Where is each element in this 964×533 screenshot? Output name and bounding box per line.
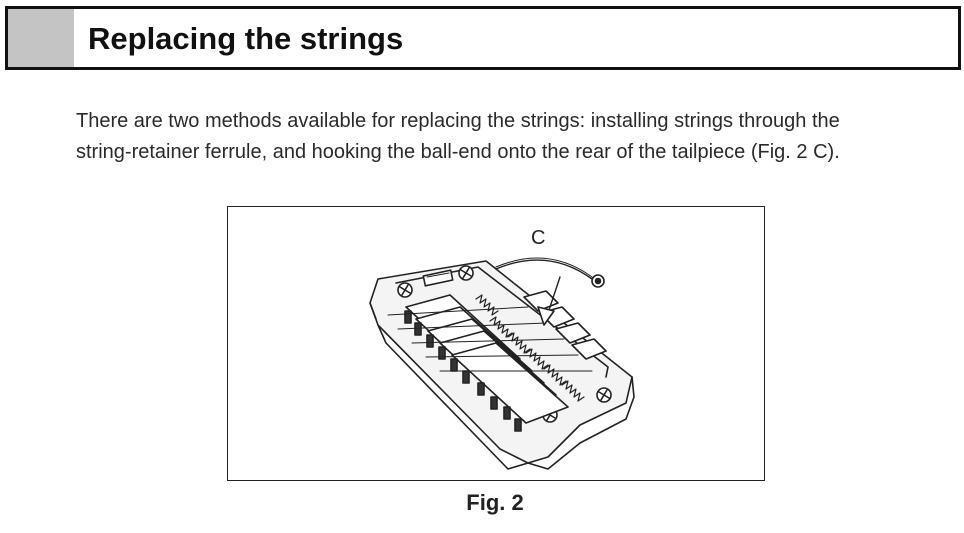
figure-label-c: C (531, 227, 546, 249)
figure-frame: C (227, 206, 765, 481)
section-header: Replacing the strings (5, 6, 961, 70)
body-paragraph: There are two methods available for repl… (76, 106, 956, 168)
body-line-1: There are two methods available for repl… (76, 110, 840, 132)
body-line-2: string-retainer ferrule, and hooking the… (76, 141, 840, 163)
bass-bridge-illustration-icon (369, 257, 635, 470)
figure-caption: Fig. 2 (466, 490, 524, 515)
header-accent-tab (8, 9, 74, 67)
section-title: Replacing the strings (88, 21, 404, 56)
